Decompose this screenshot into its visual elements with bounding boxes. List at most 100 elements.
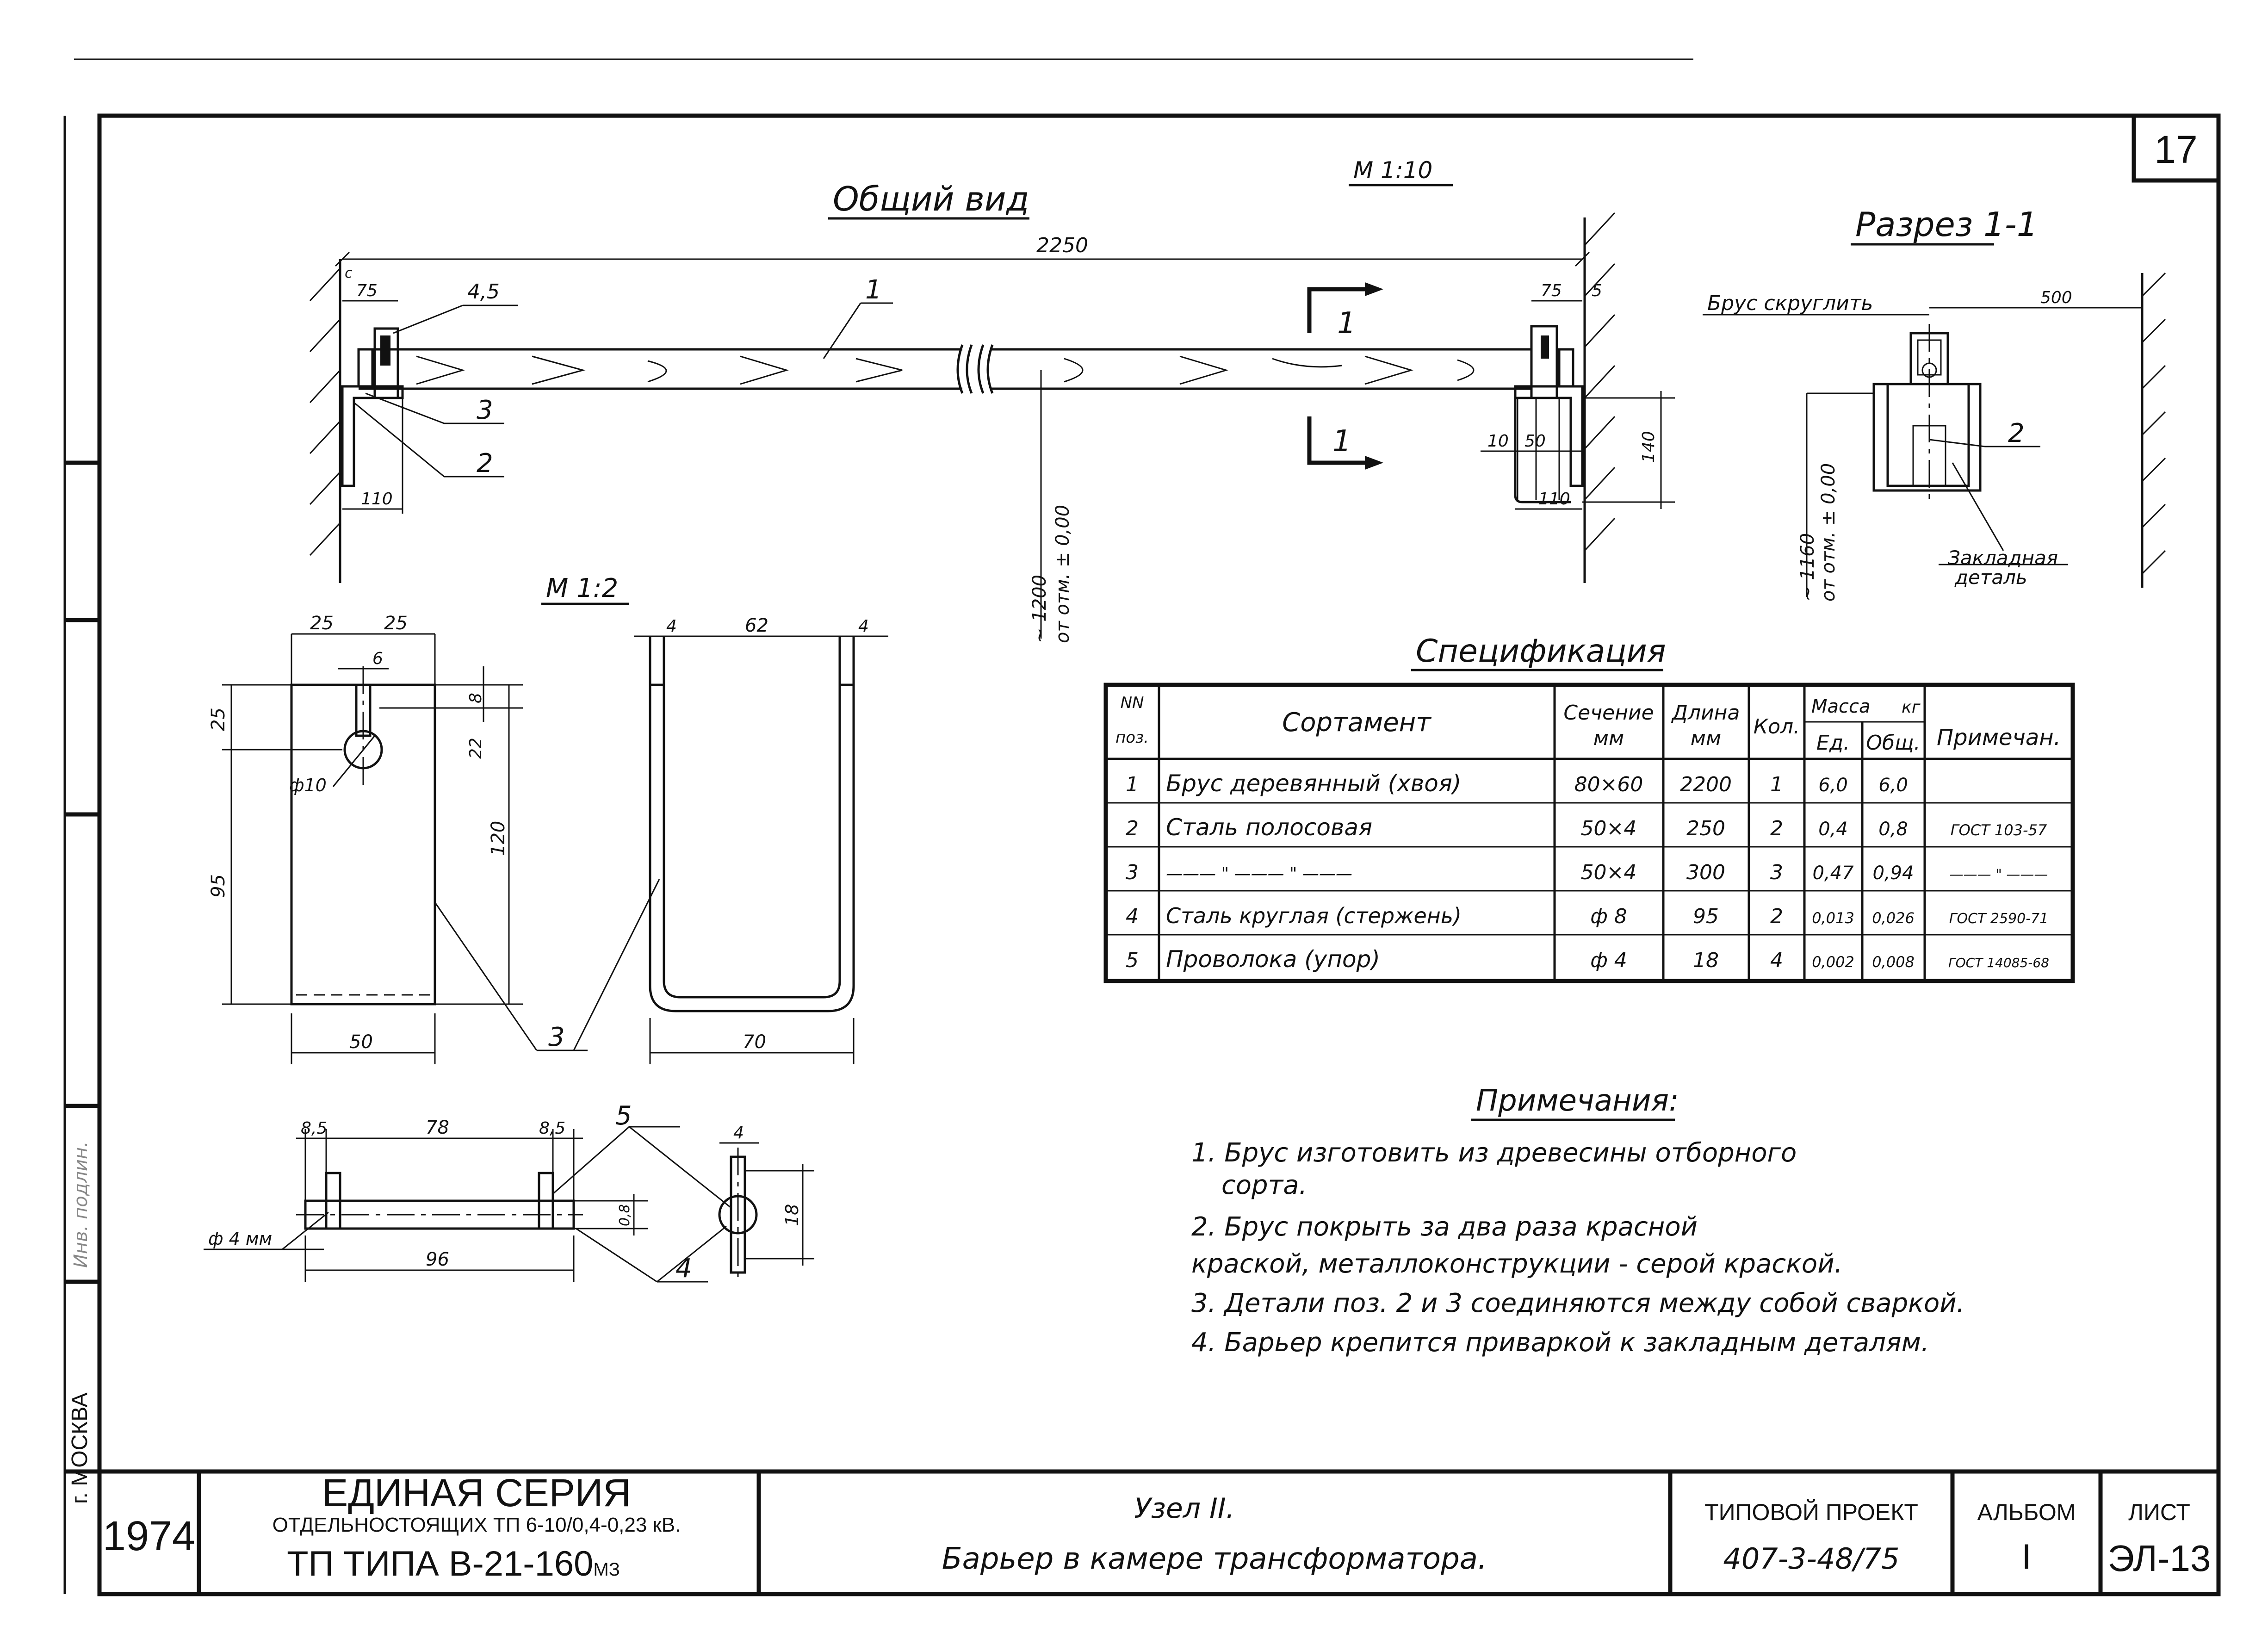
spec-h-pos-1: NN (1121, 694, 1144, 712)
tb-node: Узел II. (1134, 1492, 1234, 1525)
specification: Спецификация NN поз. Сортамент Сечение м… (1103, 633, 2075, 983)
pos-4-label: 4 (675, 1254, 692, 1284)
svg-text:1: 1 (1770, 773, 1783, 796)
dim-phi10: ф10 (289, 775, 327, 795)
spec-h-pos-2: поз. (1115, 728, 1149, 747)
sheet-frame (97, 113, 2221, 1596)
svg-text:6,0: 6,0 (1878, 775, 1908, 796)
margin-city: г. МОСКВА (68, 1392, 92, 1504)
spec-h-length-1: Длина (1671, 701, 1740, 725)
svg-text:5: 5 (1126, 949, 1139, 972)
dim-110-left: 110 (361, 490, 393, 509)
tb-album-no: I (2021, 1537, 2031, 1577)
dim-25-a: 25 (310, 613, 334, 634)
tb-tp-type: ТП ТИПА В-21-160МЗ (287, 1544, 620, 1583)
svg-text:50×4: 50×4 (1581, 817, 1637, 840)
spec-h-qty: Кол. (1754, 715, 1800, 739)
tb-sheet-label: ЛИСТ (2128, 1499, 2190, 1525)
section-mark-bottom: 1 (1307, 416, 1383, 470)
section-1-1: Разрез 1-1 500 Брус скруглить 2 Закладна… (1703, 205, 2166, 602)
svg-text:2: 2 (1126, 817, 1139, 840)
spec-row: 2 Сталь полосовая 50×4 250 2 0,4 0,8 ГОС… (1126, 814, 2047, 841)
dim-8: 8 (466, 693, 485, 703)
detail-pin: 8,5 78 8,5 96 0,8 ф 4 мм 4 18 5 4 (204, 1101, 814, 1284)
notes-title: Примечания: (1476, 1084, 1679, 1118)
spec-h-name: Сортамент (1282, 708, 1431, 738)
svg-text:2: 2 (1770, 817, 1783, 840)
note-line: 3. Детали поз. 2 и 3 соединяются между с… (1191, 1288, 1964, 1318)
note-line: краской, металлоконструкции - серой крас… (1191, 1249, 1842, 1279)
spec-grid (1103, 683, 2075, 983)
section-round-note: Брус скруглить (1707, 292, 1873, 315)
tb-year: 1974 (103, 1513, 195, 1559)
dim-2250-value: 2250 (1036, 234, 1088, 257)
svg-text:0,008: 0,008 (1872, 953, 1915, 971)
timber-beam (359, 344, 1531, 394)
dim-22: 22 (466, 738, 485, 759)
dim-62: 62 (745, 615, 768, 636)
dim-4-right: 4 (858, 617, 869, 636)
svg-text:ф 4: ф 4 (1590, 949, 1627, 972)
dim-95: 95 (208, 874, 229, 898)
tb-project-no: 407-3-48/75 (1723, 1542, 1899, 1576)
svg-text:2200: 2200 (1680, 773, 1732, 796)
section-title: Разрез 1-1 (1855, 205, 2038, 244)
svg-text:Сталь полосовая: Сталь полосовая (1166, 814, 1372, 841)
svg-text:ГОСТ 103-57: ГОСТ 103-57 (1951, 821, 2047, 839)
level-1200: ~ 1200 (1029, 575, 1050, 643)
dim-75-right: 75 (1541, 281, 1562, 300)
spec-h-mass: Масса (1811, 696, 1871, 717)
svg-text:Брус деревянный (хвоя): Брус деревянный (хвоя) (1166, 770, 1461, 797)
detail-scale: М 1:2 (546, 573, 618, 603)
tb-project-label: ТИПОВОЙ ПРОЕКТ (1704, 1499, 1918, 1525)
svg-text:0,94: 0,94 (1872, 863, 1914, 884)
svg-text:6,0: 6,0 (1818, 775, 1848, 796)
notes: Примечания: 1. Брус изготовить из древес… (1191, 1084, 1964, 1358)
svg-text:——— " ———: ——— " ——— (1950, 867, 2048, 883)
spec-h-length-2: мм (1691, 726, 1721, 750)
dim-25-b: 25 (384, 613, 408, 634)
svg-text:95: 95 (1693, 905, 1719, 928)
title-block: 1974 ЕДИНАЯ СЕРИЯ ОТДЕЛЬНОСТОЯЩИХ ТП 6-1… (99, 1469, 2218, 1594)
spec-row: 5 Проволока (упор) ф 4 18 4 0,002 0,008 … (1126, 946, 2049, 973)
right-bracket (1514, 325, 1584, 503)
spec-title: Спецификация (1416, 633, 1666, 670)
general-view-scale: М 1:10 (1353, 157, 1432, 184)
dim-0-8: 0,8 (617, 1204, 633, 1226)
dim-78: 78 (426, 1117, 449, 1138)
embed-label-1: Закладная (1948, 546, 2058, 569)
dim-10: 10 (1487, 432, 1509, 451)
general-view-title: Общий вид (833, 180, 1029, 218)
left-wall (309, 259, 341, 583)
tb-sheet-code: ЭЛ-13 (2108, 1538, 2211, 1579)
svg-text:4: 4 (1770, 949, 1783, 972)
svg-text:——— " ——— " ———: ——— " ——— " ——— (1166, 864, 1352, 883)
dim-110-right: 110 (1538, 490, 1570, 509)
spec-h-section-2: мм (1593, 726, 1624, 750)
svg-text:18: 18 (1693, 949, 1719, 972)
tb-node-desc: Барьер в камере трансформатора. (942, 1542, 1487, 1576)
margin-ticks (65, 460, 99, 1474)
dim-96: 96 (426, 1249, 449, 1270)
spec-h-total: Общ. (1866, 731, 1920, 755)
svg-text:ГОСТ 2590-71: ГОСТ 2590-71 (1949, 911, 2048, 927)
section-mark-bottom-label: 1 (1332, 424, 1351, 459)
dim-4-5: 4,5 (467, 280, 500, 304)
dim-50-detail: 50 (349, 1031, 373, 1053)
spec-h-note: Примечан. (1937, 725, 2061, 751)
detail-plate: М 1:2 25 25 6 25 95 8 22 120 ф10 50 (208, 573, 629, 1064)
section-mark-top: 1 (1307, 282, 1383, 341)
dim-2250: 2250 (335, 234, 1590, 267)
note-line: 1. Брус изготовить из древесины отборног… (1191, 1138, 1797, 1168)
svg-text:Проволока (упор): Проволока (упор) (1166, 946, 1380, 973)
tb-series-title: ЕДИНАЯ СЕРИЯ (322, 1471, 631, 1515)
svg-text:0,013: 0,013 (1812, 909, 1854, 927)
dim-50: 50 (1524, 432, 1546, 451)
level-1160: ~ 1160 (1797, 533, 1818, 602)
section-embed (1872, 383, 1982, 492)
svg-text:0,8: 0,8 (1878, 819, 1908, 840)
dim-70: 70 (743, 1031, 766, 1053)
dim-500: 500 (2040, 288, 2072, 307)
svg-text:80×60: 80×60 (1574, 773, 1643, 796)
pos-3-detail-label: 3 (548, 1022, 565, 1052)
